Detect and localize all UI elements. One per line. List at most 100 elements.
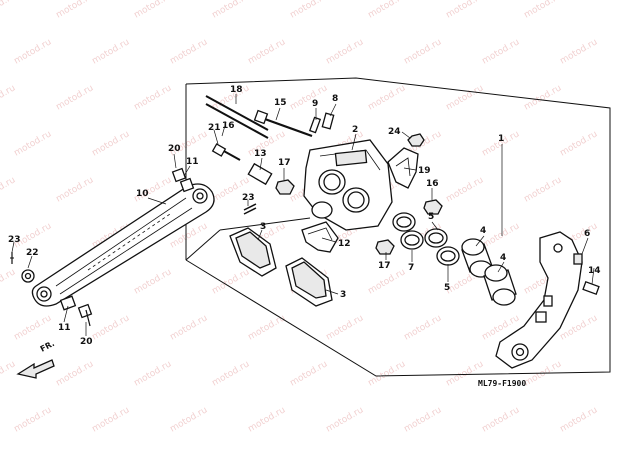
callout-22: 22 [26,248,39,258]
watermark-text: motod.ru [367,0,408,21]
nut-16-part [423,199,443,215]
watermark-text: motod.ru [247,129,288,158]
watermark-text: motod.ru [403,37,444,66]
callout-10: 10 [136,189,149,199]
watermark-text: motod.ru [325,405,366,434]
leader-lines [11,94,595,336]
watermark-text: motod.ru [523,175,564,204]
bleed-cap-part [407,133,425,147]
callout-17: 17 [378,261,391,271]
callout-5: 5 [428,212,434,222]
watermark-text: motod.ru [13,129,54,158]
watermark-text: motod.ru [211,267,252,296]
upper-bolt-part [171,167,195,193]
watermark-text: motod.ru [211,359,252,388]
callout-4: 4 [480,226,486,236]
watermark-text: motod.ru [445,175,486,204]
watermark-text: motod.ru [289,359,330,388]
watermark-text: motod.ru [169,37,210,66]
callout-16: 16 [426,179,439,189]
callout-2: 2 [352,125,358,135]
watermark-text: motod.ru [0,359,17,388]
watermark-text: motod.ru [133,83,174,112]
callout-20: 20 [80,337,93,347]
watermark-text: motod.ru [325,313,366,342]
watermark-text: motod.ru [289,0,330,21]
callout-4: 4 [500,253,506,263]
piston-seal-5b-part [424,228,460,266]
callout-21: 21 [208,123,221,133]
watermark: motod.ru motod.ru motod.ru motod.ru motod.ru… [0,0,599,435]
callout-12: 12 [338,239,351,249]
watermark-text: motod.ru [13,37,54,66]
callout-3: 3 [340,290,346,300]
watermark-text: motod.ru [523,0,564,21]
seal-17-part [375,239,395,255]
caliper-body-part [303,139,393,231]
callout-14: 14 [588,266,601,276]
watermark-text: motod.ru [523,359,564,388]
callout-13: 13 [254,149,267,159]
watermark-text: motod.ru [559,37,600,66]
callout-18: 18 [230,85,243,95]
caliper-bracket-part [495,231,600,369]
callout-8: 8 [332,94,338,104]
watermark-text: motod.ru [0,175,17,204]
watermark-text: motod.ru [13,405,54,434]
watermark-text: motod.ru [169,313,210,342]
watermark-text: motod.ru [247,405,288,434]
front-arrow-icon: FR. [16,339,56,379]
callout-1: 1 [498,134,504,144]
watermark-text: motod.ru [55,175,96,204]
callout-6: 6 [584,229,590,239]
watermark-text: motod.ru [55,83,96,112]
watermark-text: motod.ru [91,37,132,66]
watermark-text: motod.ru [91,313,132,342]
watermark-text: motod.ru [559,129,600,158]
pad-spring-part [387,147,419,189]
pad-pin-part [243,203,257,215]
watermark-text: motod.ru [481,405,522,434]
callout-7: 7 [408,263,414,273]
watermark-text: motod.ru [55,359,96,388]
bleeder-part [308,112,335,134]
watermark-text: motod.ru [91,405,132,434]
diagram-code: ML79-F1900 [478,379,526,388]
watermark-text: motod.ru [403,405,444,434]
brake-pad-lower-part [285,257,333,307]
pin-18-part [205,95,269,139]
piston-seal-5-part [392,212,416,232]
brake-pad-upper-part [229,227,277,277]
callout-23: 23 [242,193,255,203]
callout-11: 11 [186,157,199,167]
watermark-text: motod.ru [91,129,132,158]
watermark-text: motod.ru [445,83,486,112]
callout-24: 24 [388,127,401,137]
watermark-text: motod.ru [133,267,174,296]
watermark-text: motod.ru [367,267,408,296]
watermark-text: motod.ru [55,0,96,21]
watermark-text: motod.ru [13,313,54,342]
watermark-text: motod.ru [133,359,174,388]
pad-retainer-part [301,221,339,253]
piston-seal-7-part [400,230,424,250]
lower-bolt-part [59,295,93,327]
callout-17: 17 [278,158,291,168]
watermark-text: motod.ru [0,83,17,112]
callout-11: 11 [58,323,71,333]
watermark-text: motod.ru [133,0,174,21]
piston-4b-part [483,264,517,306]
watermark-text: motod.ru [247,37,288,66]
nut-17-part [275,179,295,195]
left-pin-part [10,252,35,283]
callout-5: 5 [444,283,450,293]
pin-15-part [253,109,313,138]
front-label: FR. [39,339,56,354]
caliper-bolt-part [211,143,241,161]
callout-15: 15 [274,98,287,108]
torque-rod-part [31,183,215,307]
callout-23: 23 [8,235,21,245]
watermark-text: motod.ru [325,37,366,66]
watermark-text: motod.ru [367,83,408,112]
